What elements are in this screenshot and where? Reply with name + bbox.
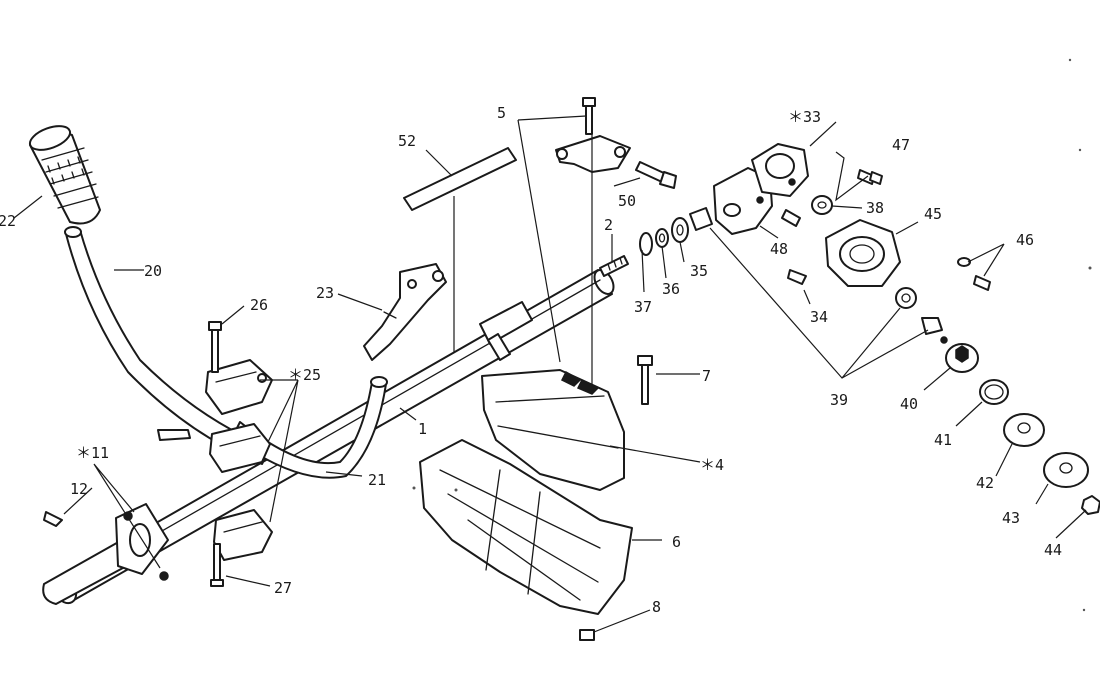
label-5: 5 xyxy=(497,104,506,122)
label-21: 21 xyxy=(368,471,386,489)
clamp-bolt-upper xyxy=(208,321,222,373)
blade-guard-upper xyxy=(481,369,625,491)
ring-41 xyxy=(979,379,1009,405)
gear-bolt xyxy=(635,161,677,189)
label-23: 23 xyxy=(316,284,334,302)
cover-screw-lower xyxy=(973,275,991,291)
handle-clamp-upper xyxy=(205,359,273,415)
leader-lines xyxy=(13,115,1087,633)
label-8: 8 xyxy=(652,598,661,616)
label-26: 26 xyxy=(250,296,268,314)
gear-case-bolt-47 xyxy=(857,169,883,185)
label-38: 38 xyxy=(866,199,884,217)
label-36: 36 xyxy=(662,280,680,298)
label-33: ＊33 xyxy=(788,108,821,126)
label-37: 37 xyxy=(634,298,652,316)
washer-36 xyxy=(655,228,669,248)
bracket xyxy=(363,263,447,361)
clamp-spacer xyxy=(157,429,191,441)
throttle-block xyxy=(479,301,533,361)
spacer-39 xyxy=(921,317,948,344)
label-22: 22 xyxy=(0,212,16,230)
label-1: 1 xyxy=(418,420,427,438)
handle-clamp-lower xyxy=(213,509,273,561)
label-40: 40 xyxy=(900,395,918,413)
label-44: 44 xyxy=(1044,541,1062,559)
clamp-bolt-lower xyxy=(210,543,224,587)
label-39: 39 xyxy=(830,391,848,409)
label-42: 42 xyxy=(976,474,994,492)
cable-guide xyxy=(403,147,517,211)
mount-plate xyxy=(555,97,631,173)
label-25: ＊25 xyxy=(288,366,321,384)
label-2: 2 xyxy=(604,216,613,234)
shaft-collar xyxy=(689,207,713,231)
holder-42 xyxy=(1003,413,1045,447)
blade-guard-lower xyxy=(419,439,633,615)
washer-37 xyxy=(639,232,653,256)
handlebar-right-tube xyxy=(231,376,388,479)
gear-case-bolt-48 xyxy=(781,209,801,227)
label-47: 47 xyxy=(892,136,910,154)
label-41: 41 xyxy=(934,431,952,449)
bearing-39 xyxy=(895,287,917,309)
nut-44 xyxy=(1081,495,1100,515)
guard-nut xyxy=(579,629,595,641)
handle-clamp-middle xyxy=(209,423,271,473)
cover-screw-upper xyxy=(957,257,971,267)
gear-40 xyxy=(945,343,979,373)
gear-case-bolt-34 xyxy=(787,269,807,285)
label-50: 50 xyxy=(618,192,636,210)
label-35: 35 xyxy=(690,262,708,280)
label-46: 46 xyxy=(1016,231,1034,249)
label-34: 34 xyxy=(810,308,828,326)
label-6: 6 xyxy=(672,533,681,551)
washer-35 xyxy=(671,217,689,243)
label-48: 48 xyxy=(770,240,788,258)
drive-shaft-tip xyxy=(599,255,629,277)
label-43: 43 xyxy=(1002,509,1020,527)
label-52: 52 xyxy=(398,132,416,150)
label-12: 12 xyxy=(70,480,88,498)
washer-38 xyxy=(811,195,833,215)
scan-specks xyxy=(412,58,1092,612)
label-4: ＊4 xyxy=(700,456,724,474)
callout-labels: 22 20 52 5 ＊33 47 50 38 45 2 48 46 23 37… xyxy=(0,104,1062,616)
label-11: ＊11 xyxy=(76,444,109,462)
label-27: 27 xyxy=(274,579,292,597)
label-20: 20 xyxy=(144,262,162,280)
shaft-grip xyxy=(42,539,135,605)
handle-grip xyxy=(28,125,101,225)
gear-case-cover xyxy=(825,219,901,287)
guard-bolt xyxy=(637,355,653,405)
label-45: 45 xyxy=(924,205,942,223)
gear-case xyxy=(713,143,809,235)
cap-43 xyxy=(1043,452,1089,488)
label-7: 7 xyxy=(702,367,711,385)
